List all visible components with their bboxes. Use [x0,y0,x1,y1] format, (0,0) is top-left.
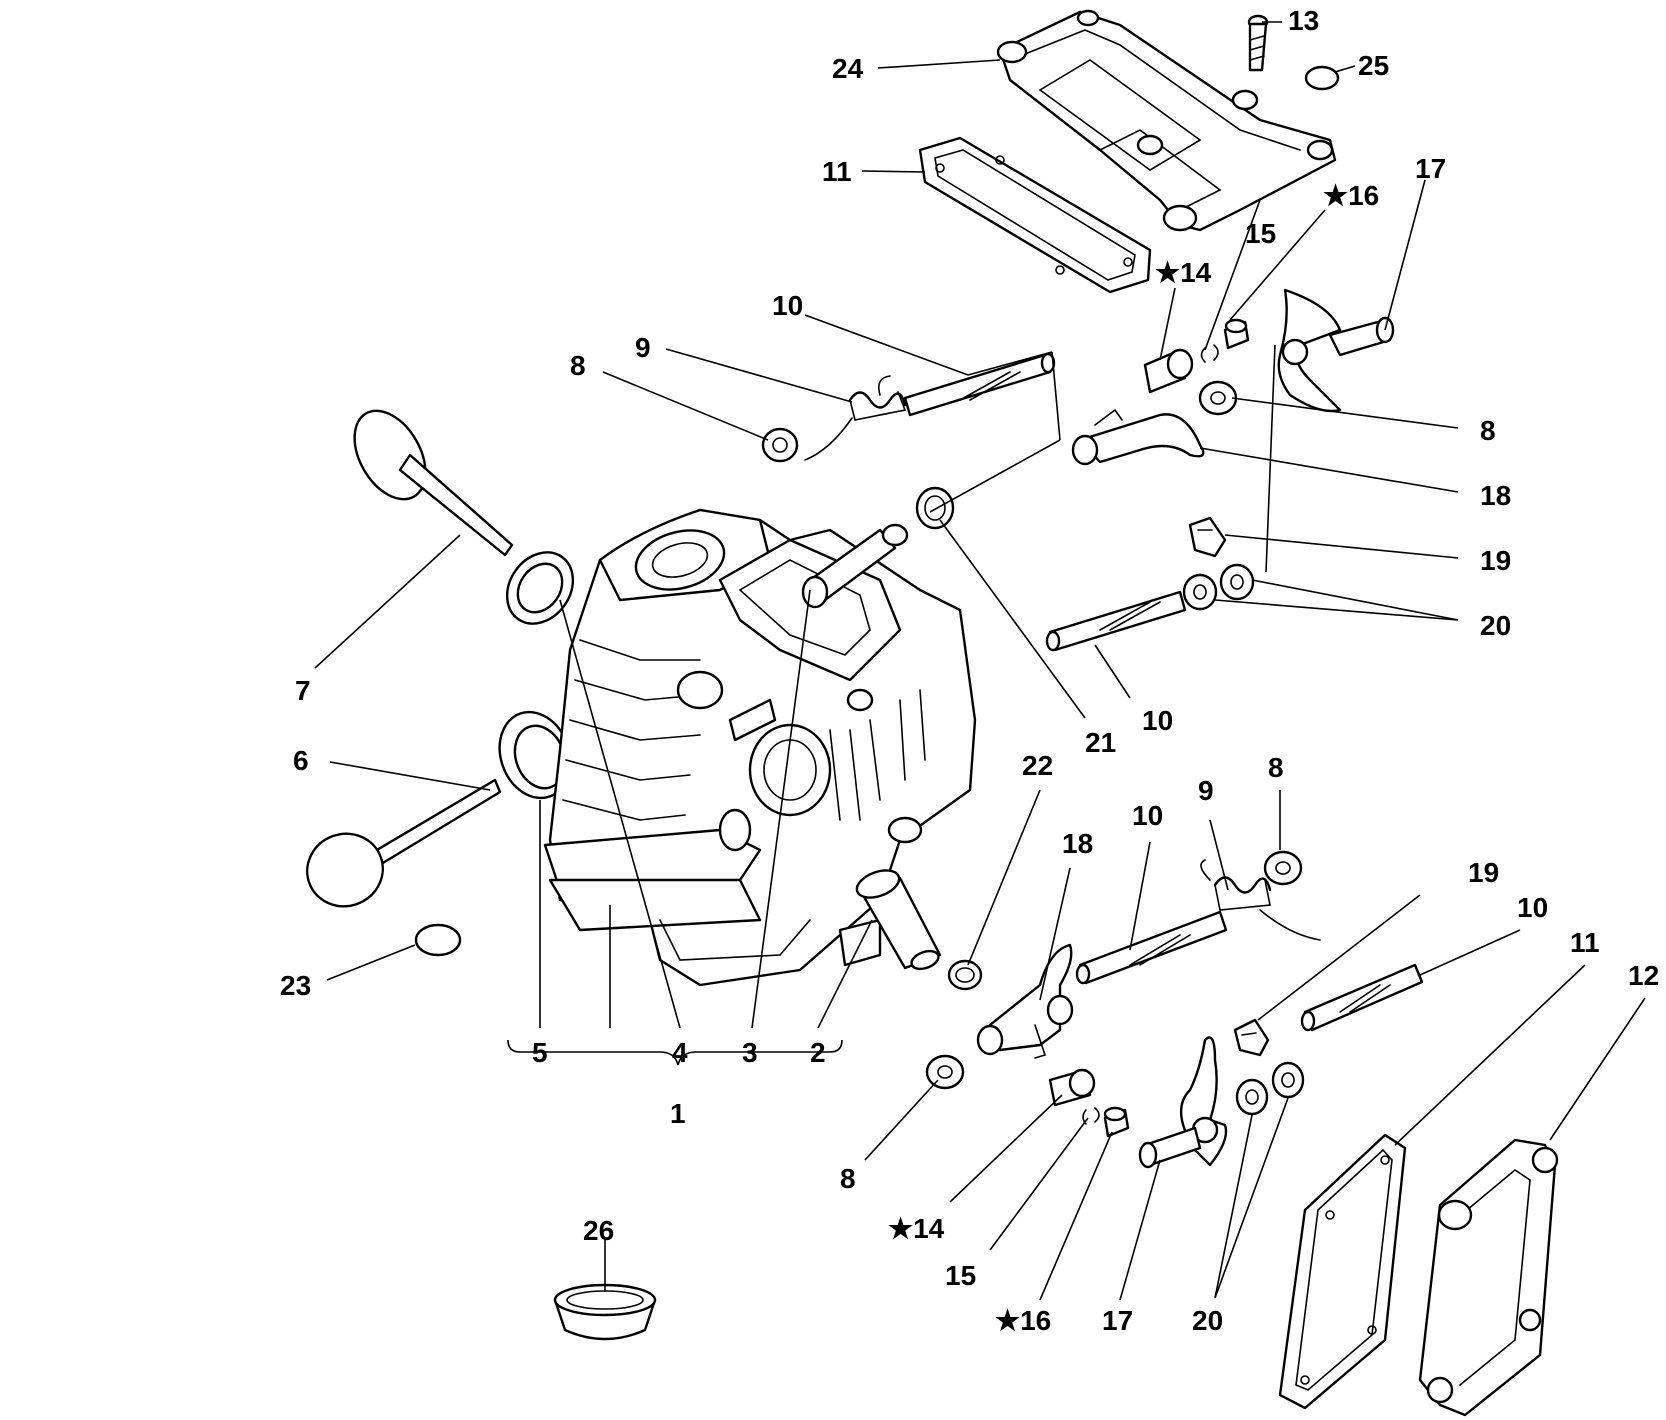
part-rocker-shaft-mid [1045,590,1187,652]
leader-lines [314,21,1646,1301]
callout-18-top: 18 [1480,480,1511,511]
part-valve-guide-upper [801,523,909,609]
part-washer-upper-left [761,427,799,463]
part-rocker-cover-top [996,9,1337,232]
callout-16-top: ★16 [1323,180,1379,211]
callout-21: 21 [1085,727,1116,758]
callout-22: 22 [1022,750,1053,781]
callout-9-top: 9 [635,332,651,363]
callout-25: 25 [1358,50,1389,81]
callout-15-bottom: 15 [945,1260,976,1291]
callout-19-bottom: 19 [1468,857,1499,888]
callout-11-bottom: 11 [1570,927,1600,958]
callout-8-upper-left: 8 [570,350,586,381]
part-valve-seal-lower [498,710,572,800]
callout-4: 4 [672,1037,688,1068]
callout-labels: 24 13 25 11 17 ★16 15 ★14 10 9 8 8 18 19… [280,5,1659,1336]
callout-14-bottom: ★14 [888,1213,945,1244]
callout-17-bottom: 17 [1102,1305,1133,1336]
part-clip-lower [1233,1018,1270,1057]
callout-8-lower-right: 8 [1268,752,1284,783]
callout-10-bottom-right: 10 [1517,892,1548,923]
part-pin-lower [1103,1106,1130,1138]
part-clip-upper [1188,516,1227,558]
callout-16-bottom: ★16 [995,1305,1051,1336]
callout-20-bottom: 20 [1192,1305,1223,1336]
callout-24: 24 [832,53,864,84]
callout-20-top: 20 [1480,610,1511,641]
callout-8-upper-right: 8 [1480,415,1496,446]
part-cylinder-head [543,508,977,987]
callout-10-top: 10 [772,290,803,321]
part-washer-pair-upper [1182,563,1255,611]
callout-17-top: 17 [1415,153,1446,184]
part-cup [553,1283,657,1341]
part-pin-upper [1223,318,1250,350]
part-valve-lower [306,778,502,908]
part-gasket-lower [1278,1133,1407,1410]
callout-18-bottom: 18 [1062,828,1093,859]
part-rocker-shaft-lower-right [1300,963,1424,1032]
part-valve-upper [353,409,514,557]
callout-23: 23 [280,970,311,1001]
part-rocker-shaft-upper [903,352,1056,417]
part-ring-upper [1200,344,1219,363]
callout-10-mid: 10 [1142,705,1173,736]
part-washer-lower-left [925,1054,965,1090]
part-seal-lower [947,959,983,991]
part-cover-lower [1418,1138,1559,1417]
part-washer-pair-lower [1235,1061,1305,1116]
callout-10-bottom-mid: 10 [1132,800,1163,831]
callout-1: 1 [670,1098,686,1129]
part-rocker-shaft-lower-mid [1075,910,1228,985]
callout-7: 7 [295,675,311,706]
callout-15-top: 15 [1245,218,1276,249]
part-rocker-lever-lower [1138,1036,1228,1169]
part-spring-upper [804,375,907,461]
callout-8-lower-left: 8 [840,1163,856,1194]
callout-12: 12 [1628,960,1659,991]
part-seal-upper [915,486,955,530]
callout-5: 5 [532,1037,548,1068]
part-washer-upper-right [1198,380,1238,416]
part-plug-top [1304,65,1340,91]
callout-6: 6 [293,745,309,776]
part-gasket-top [918,136,1152,294]
callout-9-bottom: 9 [1198,775,1214,806]
callout-3: 3 [742,1037,758,1068]
part-rocker-arm-lower [976,943,1074,1059]
part-washer-lower-right [1263,850,1303,886]
part-valve-seal-upper [505,551,575,625]
part-bolt [1247,14,1269,72]
part-bushing-upper [1143,348,1194,394]
part-plug-left [414,923,462,957]
callout-11-top: 11 [822,156,852,187]
part-rocker-arm-upper [1071,408,1205,466]
callout-14-top: ★14 [1155,257,1212,288]
callout-13: 13 [1288,5,1319,36]
part-valve-guide-lower [855,869,942,971]
callout-19-top: 19 [1480,545,1511,576]
callout-26: 26 [583,1215,614,1246]
part-rocker-lever-upper [1277,288,1395,413]
callout-2: 2 [810,1037,826,1068]
